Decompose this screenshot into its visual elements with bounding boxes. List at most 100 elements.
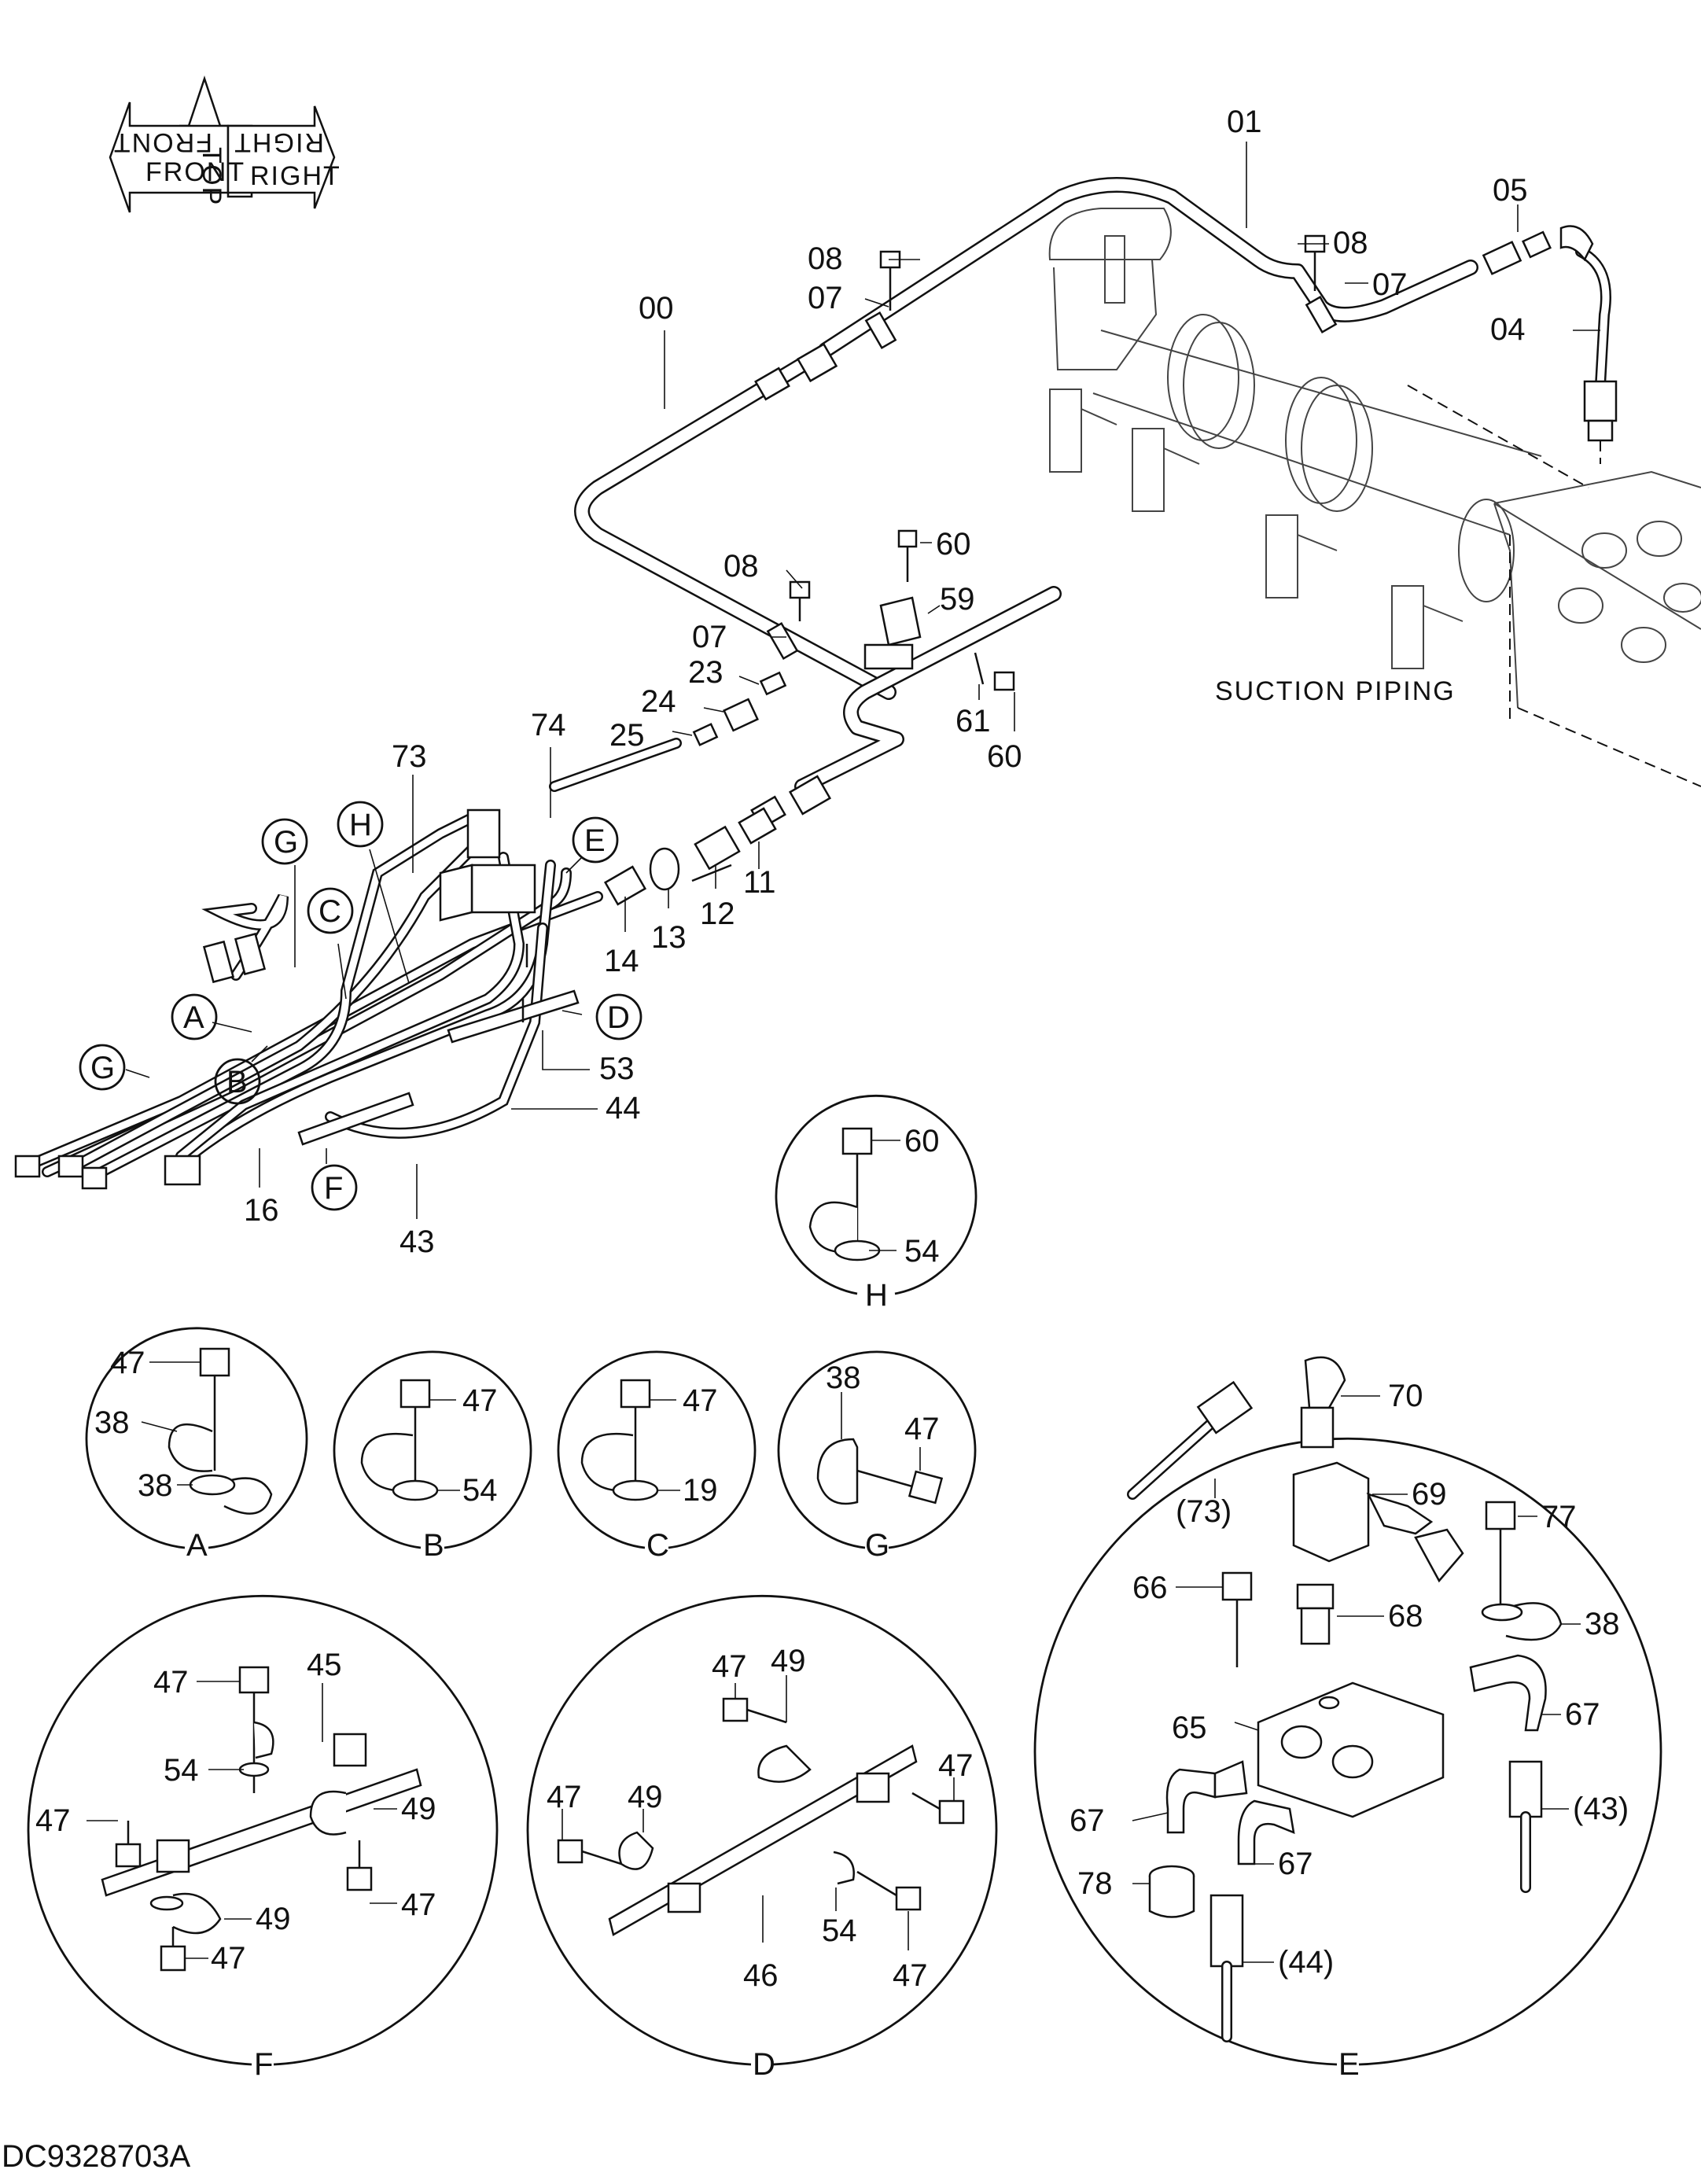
d-bolt-top-label: 47 (712, 1649, 747, 1684)
e-elbow-mid-label: 67 (1278, 1847, 1313, 1881)
f-clamp-right-label: 49 (401, 1792, 436, 1826)
f-bolt-top-label: 47 (153, 1665, 189, 1700)
d-clamp-top-label: 49 (771, 1644, 806, 1678)
detail-f: 47 45 54 47 49 47 49 47 F (27, 1595, 499, 2082)
front-label: FRONT (145, 157, 245, 187)
d-bolt-left-label: 47 (547, 1780, 582, 1814)
d-bolt-right-label: 47 (938, 1748, 974, 1783)
label-24: 24 (641, 684, 676, 719)
c-title: C (646, 1528, 669, 1563)
label-14: 14 (604, 944, 639, 978)
callout-h: H (337, 801, 384, 848)
a-title: A (186, 1528, 208, 1563)
f-bar-label: 45 (307, 1648, 342, 1682)
label-61: 61 (955, 704, 991, 738)
c-bolt-label: 47 (683, 1383, 718, 1418)
a-bolt-label: 47 (110, 1346, 145, 1380)
f-bolt-bottom-label: 47 (211, 1941, 246, 1976)
detail-d: 47 49 47 47 49 54 46 47 D (526, 1595, 998, 2082)
d-clamp-left-label: 49 (628, 1780, 663, 1814)
label-73: 73 (392, 739, 427, 774)
e-block-top-label: 69 (1412, 1477, 1447, 1512)
label-05: 05 (1493, 173, 1528, 208)
callout-a: A (171, 993, 218, 1040)
svg-text:A: A (183, 1000, 204, 1035)
d-title: D (753, 2047, 775, 2082)
e-block-label: 65 (1172, 1711, 1207, 1745)
label-08c: 08 (723, 549, 759, 584)
suction-piping (1048, 208, 1701, 787)
label-07c: 07 (692, 620, 727, 654)
svg-text:D: D (607, 1000, 630, 1035)
label-60a: 60 (936, 527, 971, 562)
callout-c: C (307, 887, 354, 934)
e-elbow-right-label: 67 (1565, 1697, 1600, 1732)
suction-piping-label: SUCTION PIPING (1215, 676, 1456, 706)
callout-b: B (214, 1058, 261, 1105)
g-title: G (865, 1528, 889, 1563)
detail-h: 60 54 H (775, 1094, 978, 1313)
hose-bundle (14, 808, 603, 1190)
main-pipe (549, 177, 1618, 906)
label-74: 74 (531, 708, 566, 742)
g-clamp-label: 38 (826, 1361, 861, 1395)
f-bolt-left-label: 47 (35, 1803, 71, 1838)
b-title: B (423, 1528, 444, 1563)
d-bolt-bottom-label: 47 (893, 1958, 928, 1993)
a-clamp1-label: 38 (94, 1405, 130, 1440)
label-16: 16 (244, 1193, 279, 1228)
c-washer-label: 19 (683, 1473, 718, 1508)
d-bar-label: 46 (743, 1958, 779, 1993)
callout-g-left: G (79, 1044, 126, 1091)
label-07a: 07 (808, 281, 843, 315)
f-clamp-bottom-label: 49 (256, 1902, 291, 1936)
svg-text:G: G (90, 1051, 115, 1085)
svg-text:F: F (324, 1171, 343, 1206)
detail-a: 47 38 38 A (85, 1327, 308, 1563)
detail-g: 38 47 G (777, 1350, 977, 1563)
g-bolt-label: 47 (904, 1412, 940, 1446)
e-clamp-label: 38 (1585, 1607, 1620, 1641)
h-washer-label: 54 (904, 1234, 940, 1269)
label-13: 13 (651, 920, 687, 955)
detail-b: 47 54 B (333, 1350, 532, 1563)
label-01: 01 (1227, 105, 1262, 139)
label-25: 25 (609, 718, 645, 753)
svg-text:E: E (584, 823, 606, 858)
svg-text:G: G (274, 825, 298, 860)
a-clamp2-label: 38 (138, 1468, 173, 1503)
orientation-icon: TOP FRONT RIGHT FRONT RIGHT (109, 76, 341, 213)
svg-text:B: B (226, 1065, 248, 1099)
h-title: H (865, 1278, 888, 1313)
callout-e: E (572, 816, 619, 864)
label-08a: 08 (808, 241, 843, 276)
detail-c: 47 19 C (557, 1350, 757, 1563)
e-hose-bottom-label: (44) (1278, 1945, 1334, 1980)
drawing-code: DC9328703A (2, 2139, 190, 2174)
label-59: 59 (940, 582, 975, 617)
svg-text:C: C (318, 894, 341, 929)
label-53: 53 (599, 1051, 635, 1086)
label-04: 04 (1490, 312, 1526, 347)
f-title: F (254, 2047, 273, 2082)
f-washer-label: 54 (164, 1753, 199, 1788)
e-spacer-label: 78 (1077, 1866, 1113, 1901)
label-07b: 07 (1372, 267, 1408, 302)
detail-e: (73) 70 69 77 38 66 68 67 65 (43) 67 67 … (1033, 1356, 1662, 2082)
e-bolt-right-label: 77 (1541, 1500, 1577, 1534)
d-washer-label: 54 (822, 1913, 857, 1948)
e-title: E (1338, 2047, 1360, 2082)
label-11: 11 (743, 865, 776, 900)
right-label: RIGHT (250, 161, 341, 191)
label-44: 44 (606, 1091, 641, 1125)
front-mirror-label: FRONT (112, 127, 212, 157)
label-60b: 60 (987, 739, 1022, 774)
e-elbow-left-label: 67 (1070, 1803, 1105, 1838)
f-bolt-right-label: 47 (401, 1888, 436, 1922)
e-elbow-top-label: 70 (1388, 1379, 1423, 1413)
label-00: 00 (639, 291, 674, 326)
callout-d: D (595, 993, 642, 1040)
top-label: TOP (197, 147, 226, 206)
b-bolt-label: 47 (462, 1383, 498, 1418)
